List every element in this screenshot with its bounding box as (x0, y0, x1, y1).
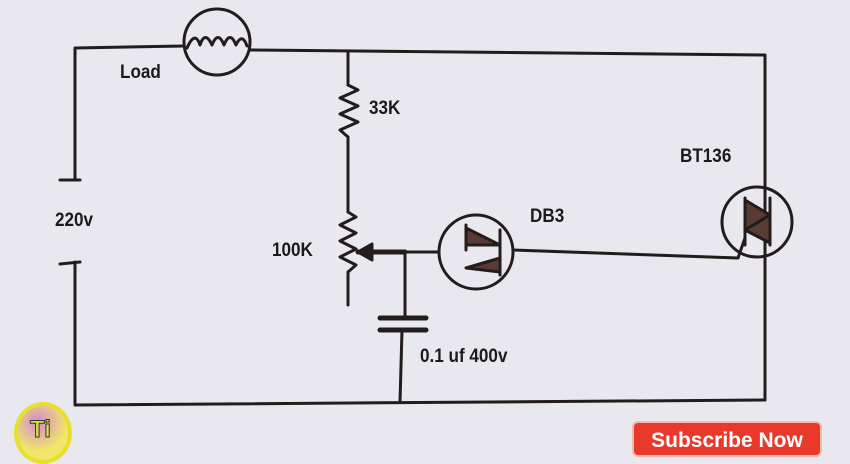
load-label: Load (120, 62, 161, 83)
capacitor-label: 0.1 uf 400v (420, 346, 508, 367)
logo-text: Ti (30, 416, 52, 444)
triac-bt136 (720, 185, 794, 260)
source-terminals (58, 178, 82, 266)
channel-logo: Ti (14, 402, 72, 464)
subscribe-button[interactable]: Subscribe Now (632, 421, 822, 457)
load-lamp (182, 7, 252, 77)
triac-label: BT136 (680, 146, 732, 167)
potentiometer-label: 100K (272, 240, 313, 261)
source-voltage-label: 220v (55, 210, 94, 231)
potentiometer-100k (338, 210, 358, 274)
resistor-33k-label: 33K (369, 98, 401, 119)
capacitor (377, 315, 429, 333)
resistor-33k (338, 83, 360, 139)
diac-db3 (403, 213, 515, 291)
wires (73, 44, 767, 407)
diac-label: DB3 (530, 206, 565, 227)
wiper-arrow (355, 242, 408, 262)
